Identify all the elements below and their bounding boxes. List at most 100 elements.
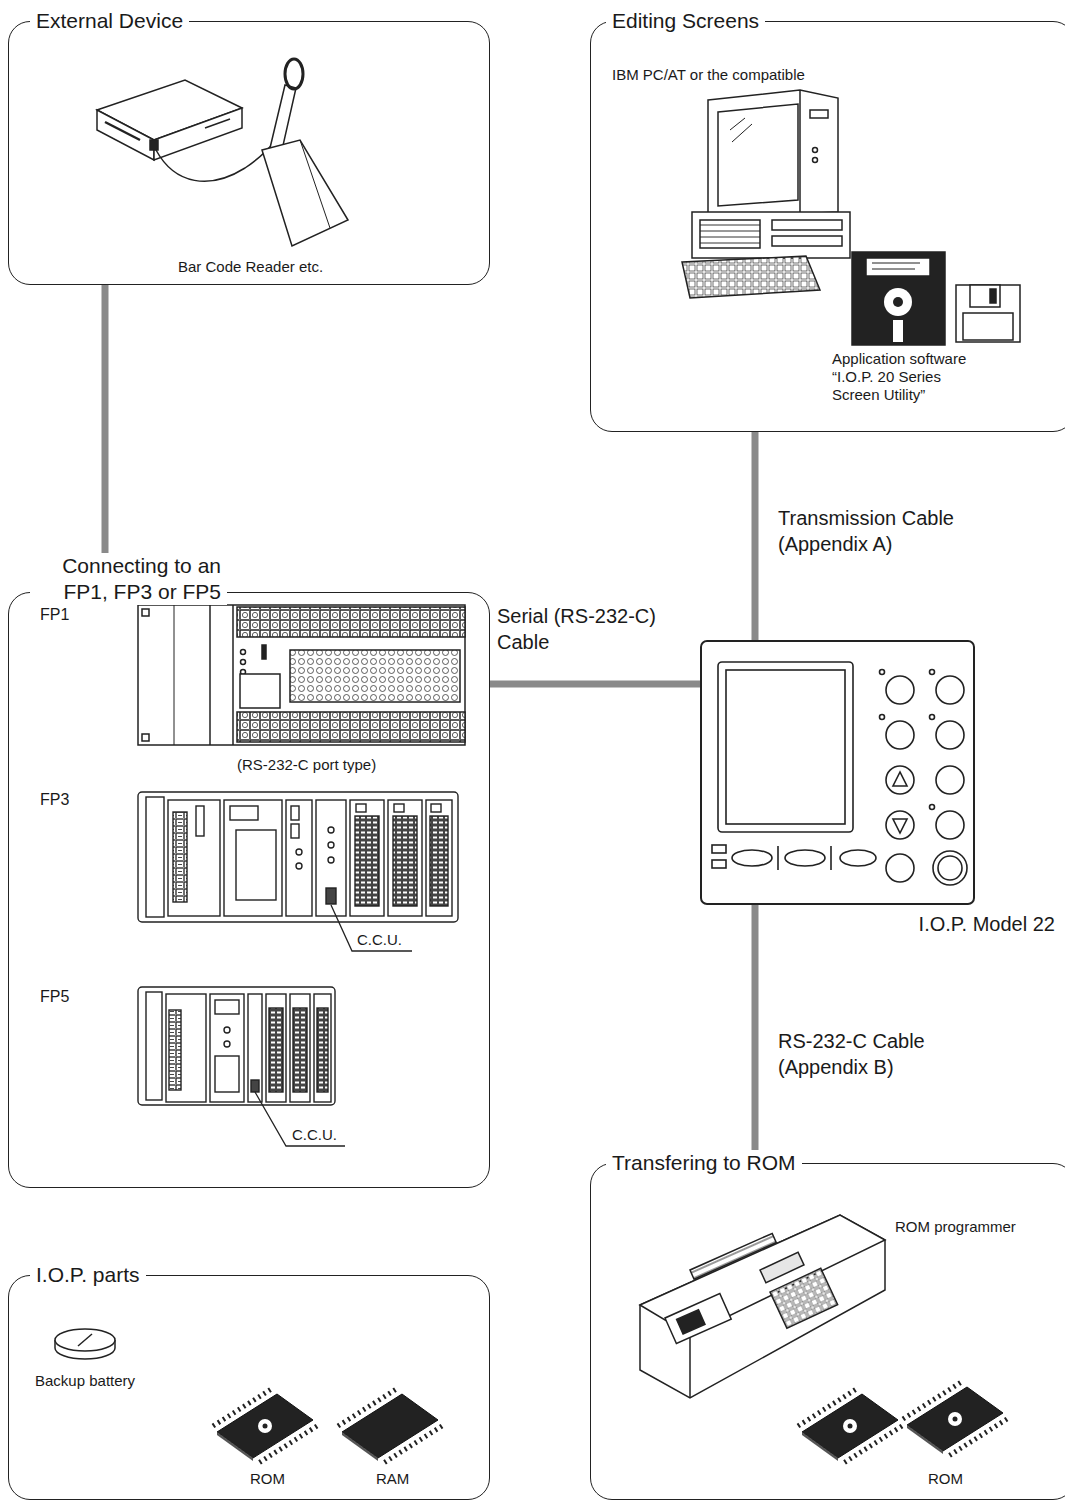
fp5-controller — [293, 1008, 307, 1092]
iop-terminal — [930, 805, 935, 810]
rom-programmer — [640, 1215, 885, 1398]
fp5-controller — [224, 1041, 230, 1047]
panel-heading: Transfering to ROM — [606, 1150, 802, 1176]
personal-computer — [813, 158, 818, 163]
fp5-controller — [210, 994, 244, 1102]
fp3-controller — [146, 797, 164, 917]
panel-heading: Editing Screens — [606, 8, 765, 34]
iop-terminal — [933, 851, 967, 885]
bar-code-reader — [156, 140, 276, 181]
part-label: ROM programmer — [895, 1218, 1016, 1236]
part-label: FP3 — [40, 790, 69, 809]
fp5-controller — [138, 987, 335, 1105]
personal-computer — [799, 90, 801, 212]
fp5-controller — [138, 987, 335, 1105]
bar-code-reader — [154, 108, 242, 160]
personal-computer — [810, 110, 828, 118]
fp3-controller — [196, 806, 204, 836]
fp1-controller — [142, 609, 149, 616]
iop-terminal — [886, 854, 914, 882]
cable-label: RS-232-C Cable (Appendix B) — [778, 1028, 993, 1080]
iop-terminal — [701, 641, 974, 904]
bar-code-reader — [150, 140, 158, 150]
fp5-controller — [146, 992, 162, 1100]
iop-terminal — [936, 766, 964, 794]
iop-terminal — [880, 715, 885, 720]
ram-chip — [338, 1388, 442, 1464]
fp3-controller — [291, 806, 299, 820]
iop-terminal — [830, 846, 832, 870]
personal-computer — [718, 104, 798, 206]
iop-terminal — [936, 811, 964, 839]
part-label: RAM — [376, 1470, 409, 1488]
rom-programmer — [665, 1294, 731, 1344]
fp3-controller — [236, 830, 276, 900]
iop-terminal — [886, 676, 914, 704]
rom-programmer — [770, 1268, 838, 1328]
rom-chip — [903, 1381, 1007, 1457]
bar-code-reader — [97, 110, 154, 160]
rom-programmer — [689, 1335, 691, 1398]
part-label: ROM — [928, 1470, 963, 1488]
fp3-controller — [328, 827, 334, 833]
iop-terminal — [886, 811, 914, 839]
fp1-controller — [174, 605, 175, 745]
personal-computer — [700, 220, 760, 248]
part-label: FP5 — [40, 987, 69, 1006]
fp5-controller — [251, 1080, 259, 1092]
fp3-controller — [291, 824, 299, 838]
iop-terminal — [712, 860, 726, 868]
fp5-controller — [215, 1056, 239, 1092]
personal-computer — [970, 285, 1000, 307]
bar-code-reader — [270, 85, 296, 150]
panel-heading: External Device — [30, 8, 189, 34]
fp3-controller — [286, 800, 312, 916]
personal-computer — [990, 289, 996, 303]
cable-line — [490, 681, 700, 688]
parts-panel: I.O.P. partsBackup batteryROMRAM — [8, 1262, 490, 1500]
rom-programmer — [760, 1252, 804, 1282]
part-label: I.O.P. Model 22 — [919, 912, 1055, 936]
plc-panel: Connecting to an FP1, FP3 or FP5FP1(RS-2… — [8, 553, 490, 1188]
fp3-controller — [328, 857, 334, 863]
fp3-controller — [426, 800, 452, 916]
fp1-controller — [240, 674, 280, 708]
part-label: C.C.U. — [292, 1126, 337, 1144]
part-label: (RS-232-C port type) — [237, 756, 376, 774]
personal-computer — [872, 263, 920, 264]
iop-terminal — [938, 856, 962, 880]
backup-battery — [55, 1329, 115, 1359]
fp5-controller — [266, 994, 286, 1102]
bar-code-reader — [97, 59, 348, 246]
iop-terminal — [893, 772, 907, 786]
part-label: Application software “I.O.P. 20 Series S… — [832, 350, 992, 404]
part-label: Bar Code Reader etc. — [178, 258, 323, 276]
panel-heading: I.O.P. parts — [30, 1262, 146, 1288]
fp3-controller — [138, 792, 458, 922]
fp1-controller — [209, 605, 211, 745]
iop-terminal — [893, 819, 907, 833]
iop-terminal — [732, 850, 772, 866]
part-label: C.C.U. — [357, 931, 402, 949]
personal-computer — [732, 124, 752, 142]
rom-programmer — [640, 1215, 885, 1398]
iop-terminal — [712, 845, 726, 853]
rom-panel: Transfering to ROM ROM programmerROM — [590, 1150, 1065, 1500]
personal-computer — [813, 148, 818, 153]
personal-computer — [963, 313, 1013, 340]
fp1-controller — [262, 645, 266, 659]
fp3-controller — [326, 888, 336, 904]
fp1-controller — [237, 712, 465, 742]
personal-computer — [692, 212, 850, 258]
panel-frame — [8, 592, 490, 1188]
iop-terminal — [701, 641, 974, 904]
cable-label: Serial (RS-232-C) Cable — [497, 603, 689, 655]
eprom-window — [258, 1419, 272, 1433]
fp5-controller — [314, 994, 331, 1102]
terminal-unit: I.O.P. Model 22 — [700, 640, 975, 905]
personal-computer — [682, 90, 1020, 345]
leader-line — [331, 905, 412, 951]
iop-terminal — [936, 676, 964, 704]
